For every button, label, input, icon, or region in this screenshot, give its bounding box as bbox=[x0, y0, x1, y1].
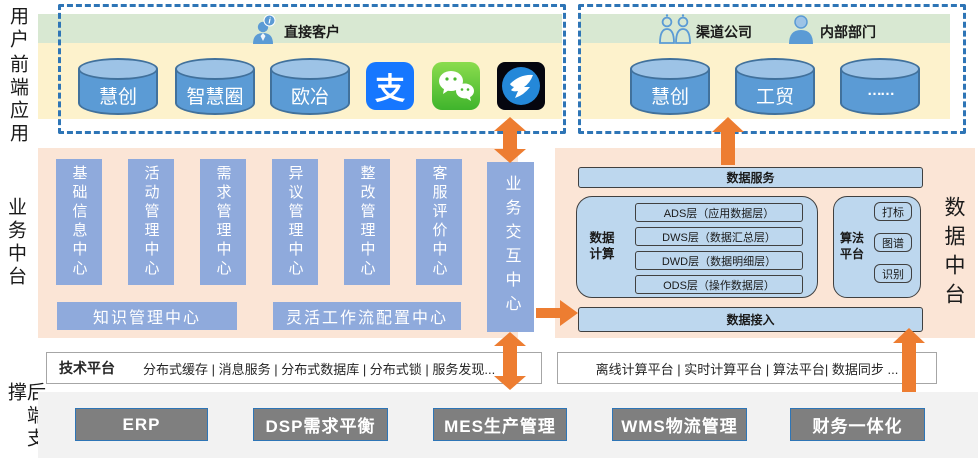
dingtalk-icon bbox=[497, 62, 545, 110]
cylinder-label: …… bbox=[867, 82, 895, 99]
channel-company-icon bbox=[659, 14, 691, 44]
center-rectification: 整改管理中心 bbox=[344, 159, 390, 285]
cylinder-zhihuiquan: 智慧圈 bbox=[175, 58, 255, 115]
arrow-dataservice-up bbox=[712, 117, 744, 165]
cylinder-label: 慧创 bbox=[98, 87, 137, 108]
svg-text:i: i bbox=[268, 15, 271, 25]
layer-dws: DWS层（数据汇总层） bbox=[635, 227, 803, 246]
tech-platform-left-box: 技术平台 分布式缓存 | 消息服务 | 分布式数据库 | 分布式锁 | 服务发现… bbox=[46, 352, 542, 384]
arrow-backend-dataaccess bbox=[893, 328, 925, 392]
cylinder-label: 慧创 bbox=[650, 87, 689, 108]
arrow-interaction-dataaccess bbox=[536, 300, 578, 326]
tech-platform-title: 技术平台 bbox=[59, 360, 115, 376]
center-basic-info: 基础信息中心 bbox=[56, 159, 102, 285]
tech-platform-left-items: 分布式缓存 | 消息服务 | 分布式数据库 | 分布式锁 | 服务发现... bbox=[143, 361, 496, 377]
algo-item-tagging: 打标 bbox=[874, 202, 912, 221]
algo-platform-label: 算法平台 bbox=[839, 231, 864, 261]
data-platform-title: 数据中台 bbox=[942, 196, 965, 312]
wechat-icon bbox=[432, 62, 480, 110]
system-erp: ERP bbox=[75, 408, 208, 441]
system-finance: 财务一体化 bbox=[790, 408, 925, 441]
arrow-frontend-interaction bbox=[494, 117, 526, 163]
side-label-business: 业务中台 bbox=[5, 197, 26, 289]
layer-dwd: DWD层（数据明细层） bbox=[635, 251, 803, 270]
cylinder-ellipsis: …… bbox=[840, 58, 920, 115]
system-wms: WMS物流管理 bbox=[612, 408, 747, 441]
direct-customer-dashed-box bbox=[58, 4, 566, 134]
tech-platform-right-items: 离线计算平台 | 实时计算平台 | 算法平台| 数据同步 ... bbox=[595, 361, 899, 377]
cylinder-huichuang-2: 慧创 bbox=[630, 58, 710, 115]
cylinder-label: 欧冶 bbox=[290, 87, 329, 108]
tech-platform-right-box: 离线计算平台 | 实时计算平台 | 算法平台| 数据同步 ... bbox=[557, 352, 937, 384]
center-business-interaction: 业务交互中心 bbox=[487, 162, 534, 332]
customer-person-icon: i bbox=[253, 14, 276, 44]
algo-item-recognition: 识别 bbox=[874, 264, 912, 283]
cylinder-label: 工贸 bbox=[755, 87, 794, 108]
cylinder-ouye: 欧冶 bbox=[270, 58, 350, 115]
cylinder-label: 智慧圈 bbox=[186, 87, 244, 108]
center-knowledge: 知识管理中心 bbox=[57, 302, 237, 330]
left-green-strip bbox=[38, 14, 562, 43]
system-mes: MES生产管理 bbox=[433, 408, 567, 441]
center-demand: 需求管理中心 bbox=[200, 159, 246, 285]
side-label-user: 用户 bbox=[7, 6, 28, 52]
internal-dept-icon bbox=[789, 15, 813, 44]
internal-dept-label: 内部部门 bbox=[820, 24, 876, 40]
cylinder-gongmao: 工贸 bbox=[735, 58, 815, 115]
center-workflow: 灵活工作流配置中心 bbox=[273, 302, 461, 330]
layer-ods: ODS层（操作数据层） bbox=[635, 275, 803, 294]
cylinder-huichuang: 慧创 bbox=[78, 58, 158, 115]
alipay-icon: 支 bbox=[366, 62, 414, 110]
data-access-bar: 数据接入 bbox=[578, 307, 923, 332]
center-objection: 异议管理中心 bbox=[272, 159, 318, 285]
center-activity: 活动管理中心 bbox=[128, 159, 174, 285]
side-label-frontend: 前端应用 bbox=[7, 54, 28, 146]
partner-dashed-box bbox=[578, 4, 966, 134]
alipay-glyph: 支 bbox=[375, 73, 405, 106]
data-service-bar: 数据服务 bbox=[578, 167, 923, 188]
algo-item-graph: 图谱 bbox=[874, 233, 912, 252]
direct-customer-label: 直接客户 bbox=[284, 24, 340, 40]
right-green-strip bbox=[580, 14, 950, 43]
data-compute-label: 数据计算 bbox=[589, 231, 615, 262]
layer-ads: ADS层（应用数据层） bbox=[635, 203, 803, 222]
arrow-interaction-backend bbox=[494, 332, 526, 390]
channel-company-label: 渠道公司 bbox=[696, 24, 752, 40]
system-dsp: DSP需求平衡 bbox=[253, 408, 388, 441]
center-cs-evaluation: 客服评价中心 bbox=[416, 159, 462, 285]
